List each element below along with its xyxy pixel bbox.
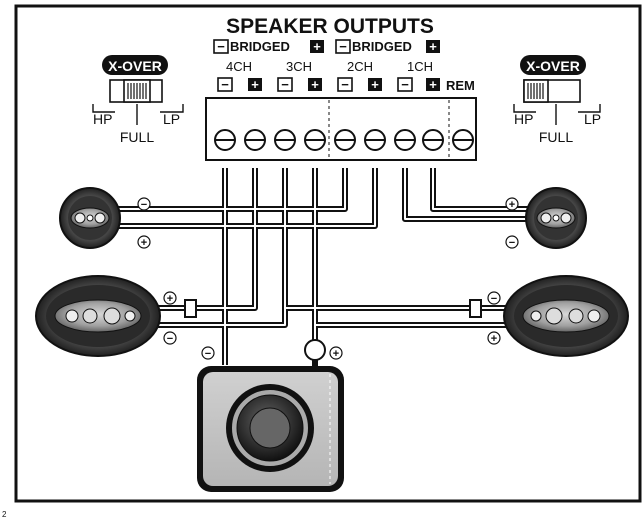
subwoofer-enclosure (197, 366, 344, 492)
channel-label-2ch: 2CH (347, 59, 373, 74)
speaker-top-left (59, 187, 121, 249)
rem-label: REM (446, 78, 475, 93)
terminal-polarity-row: − + − + − + − + (217, 77, 440, 92)
polarity-markers-oval-left: + − (163, 291, 177, 345)
xover-full-left: FULL (120, 129, 154, 145)
crossover-switch-right[interactable]: X-OVER HP FULL LP (513, 55, 601, 145)
svg-text:+: + (491, 333, 497, 345)
terminal-plus-icon: + (371, 77, 379, 92)
svg-text:−: − (141, 199, 147, 211)
corner-mark: 2 (2, 510, 7, 519)
svg-text:+: + (167, 293, 173, 305)
xover-hp-left: HP (93, 111, 112, 127)
terminal-plus-icon: + (429, 77, 437, 92)
wiring (118, 168, 530, 365)
subwoofer-capacitor (304, 339, 326, 361)
terminal-plus-icon: + (311, 77, 319, 92)
terminal-minus-icon: − (341, 77, 349, 92)
xover-full-right: FULL (539, 129, 573, 145)
svg-text:+: + (333, 348, 339, 360)
inline-capacitor-right (469, 299, 482, 318)
xover-hp-right: HP (514, 111, 533, 127)
crossover-switch-left[interactable]: X-OVER HP FULL LP (92, 55, 184, 145)
polarity-markers-oval-right: − + (487, 291, 501, 345)
xover-lp-right: LP (584, 111, 601, 127)
terminal-block (205, 97, 477, 161)
polarity-markers-top-left: − + (137, 197, 151, 249)
bridged-label: BRIDGED (352, 39, 412, 54)
inline-capacitor-left (184, 299, 197, 318)
speaker-outputs-title: SPEAKER OUTPUTS (226, 15, 434, 38)
xover-lp-left: LP (163, 111, 180, 127)
svg-text:+: + (509, 199, 515, 211)
terminal-minus-icon: − (221, 77, 229, 92)
channel-label-4ch: 4CH (226, 59, 252, 74)
bridged-label: BRIDGED (230, 39, 290, 54)
svg-text:−: − (509, 237, 515, 249)
polarity-markers-subwoofer: − + (201, 346, 343, 360)
svg-text:−: − (205, 348, 211, 360)
bridged-plus-icon: + (313, 39, 321, 54)
svg-text:+: + (141, 237, 147, 249)
speaker-oval-left (35, 275, 161, 357)
channel-label-1ch: 1CH (407, 59, 433, 74)
speaker-top-right (525, 187, 587, 249)
channel-label-3ch: 3CH (286, 59, 312, 74)
xover-title-left: X-OVER (108, 58, 162, 74)
bridged-group-right: − BRIDGED + (335, 39, 440, 54)
bridged-minus-icon: − (339, 39, 347, 54)
terminal-minus-icon: − (401, 77, 409, 92)
bridged-group-left: − BRIDGED + (213, 39, 324, 54)
bridged-minus-icon: − (217, 39, 225, 54)
svg-text:−: − (491, 293, 497, 305)
speaker-oval-right (503, 275, 629, 357)
svg-text:−: − (167, 333, 173, 345)
polarity-markers-top-right: + − (505, 197, 519, 249)
terminal-minus-icon: − (281, 77, 289, 92)
bridged-plus-icon: + (429, 39, 437, 54)
terminal-plus-icon: + (251, 77, 259, 92)
xover-title-right: X-OVER (526, 58, 580, 74)
